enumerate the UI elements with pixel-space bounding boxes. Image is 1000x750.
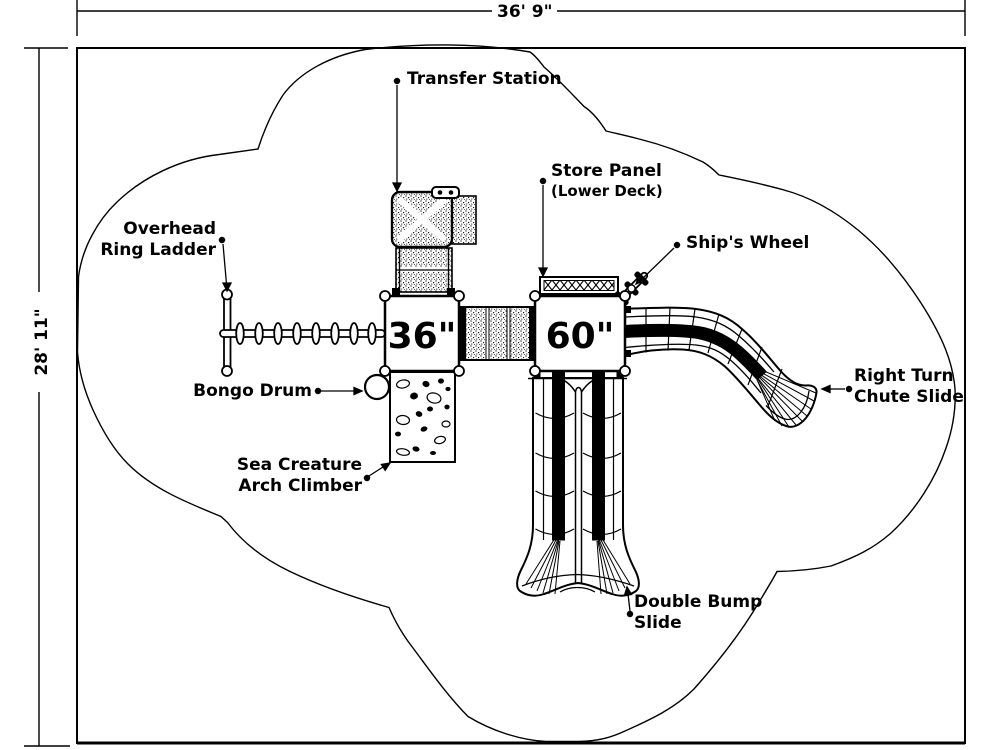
deck-36-posts	[379, 290, 465, 377]
transfer-handle	[431, 186, 460, 199]
overhead-ring-ladder	[219, 288, 386, 377]
deck-36-label: 36"	[388, 316, 457, 357]
bongo-drum	[363, 373, 391, 401]
left-dimension-line	[24, 47, 70, 747]
bump-exit-fans	[525, 534, 631, 595]
right-turn-chute-slide	[624, 306, 818, 428]
transfer-step	[451, 195, 477, 245]
use-zone-outline	[76, 44, 956, 743]
label-right-turn-chute-slide: Right Turn Chute Slide	[854, 366, 964, 407]
transfer-ramp	[392, 247, 455, 296]
ladder-rail	[219, 329, 386, 338]
label-ships-wheel: Ship's Wheel	[686, 233, 810, 253]
slide-exit-fan	[751, 365, 817, 428]
transfer-station	[390, 186, 477, 249]
bridge	[459, 306, 536, 361]
slide-stripe-right	[592, 371, 605, 541]
store-panel	[539, 276, 619, 295]
sea-creature-arch-climber	[389, 371, 456, 463]
deck-60-label: 60"	[546, 316, 615, 357]
label-overhead-ring-ladder: Overhead Ring Ladder	[100, 219, 216, 260]
slide-stripe-left	[552, 371, 565, 541]
deck-60: 60"	[529, 290, 631, 377]
deck-36: 36"	[379, 290, 465, 377]
overall-width-dimension: 36' 9"	[492, 2, 558, 22]
double-bump-slide	[516, 371, 640, 597]
ladder-rungs	[235, 322, 377, 345]
label-double-bump-slide: Double Bump Slide	[634, 592, 763, 633]
leader-lines	[218, 77, 853, 618]
label-bongo-drum: Bongo Drum	[193, 381, 312, 401]
deck-60-posts	[529, 290, 631, 377]
label-transfer-station: Transfer Station	[407, 69, 562, 89]
overall-depth-dimension: 28' 11"	[32, 292, 52, 392]
drawing-border	[76, 47, 966, 744]
label-store-panel: Store Panel (Lower Deck)	[551, 161, 663, 200]
label-sea-creature-arch-climber: Sea Creature Arch Climber	[236, 455, 362, 496]
